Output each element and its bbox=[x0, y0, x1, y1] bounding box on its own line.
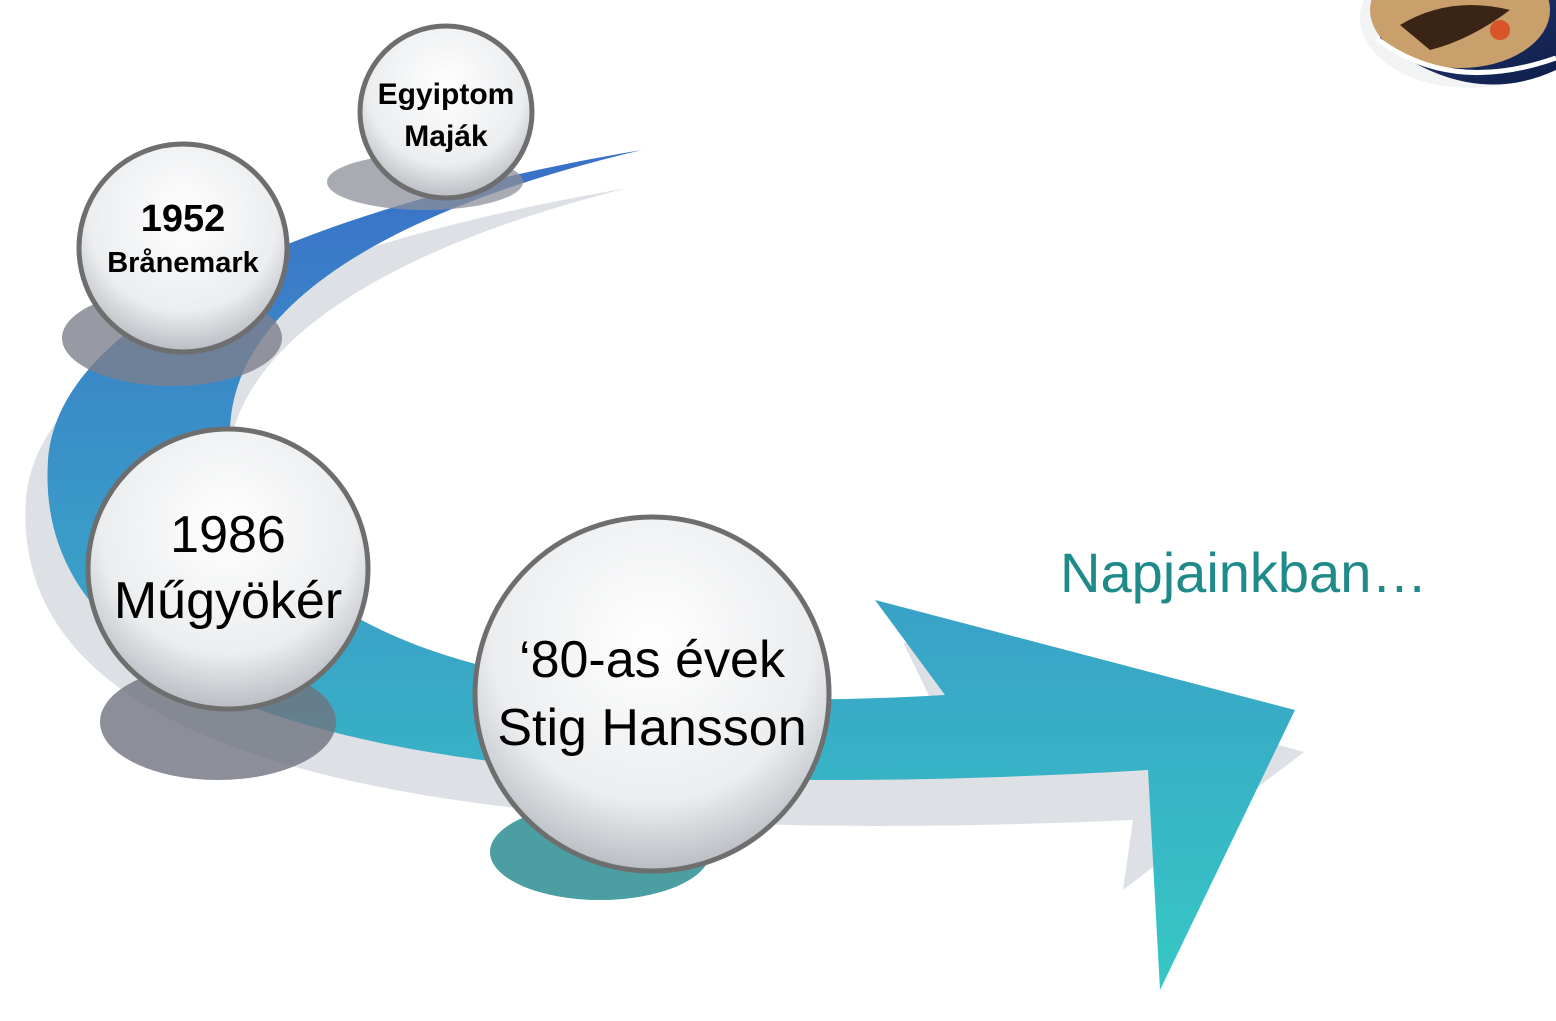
node-label-80: ‘80-as évek Stig Hansson bbox=[452, 626, 852, 762]
node-80-line2: Stig Hansson bbox=[497, 699, 807, 757]
caption-napjainkban: Napjainkban… bbox=[1060, 541, 1428, 604]
node-egyiptom-line1: Egyiptom bbox=[377, 78, 515, 111]
node-80 bbox=[472, 514, 832, 874]
timeline-arrow bbox=[47, 150, 1295, 990]
node-egyiptom-line2: Maják bbox=[404, 120, 488, 153]
node-label-egyiptom: Egyiptom Maják bbox=[356, 74, 536, 158]
node-1986-line1: 1986 bbox=[170, 506, 286, 564]
node-1986-line2: Műgyökér bbox=[113, 572, 343, 630]
node-1952 bbox=[76, 141, 290, 355]
node-80-line1: ‘80-as évek bbox=[519, 631, 785, 689]
node-1952-line2: Brånemark bbox=[107, 247, 259, 279]
node-egyiptom bbox=[357, 23, 535, 201]
logo-badge bbox=[1360, 0, 1556, 88]
node-label-1986: 1986 Műgyökér bbox=[68, 502, 388, 634]
node-1952-line1: 1952 bbox=[140, 198, 226, 240]
node-label-1952: 1952 Brånemark bbox=[73, 195, 293, 283]
node-1986 bbox=[85, 426, 371, 712]
